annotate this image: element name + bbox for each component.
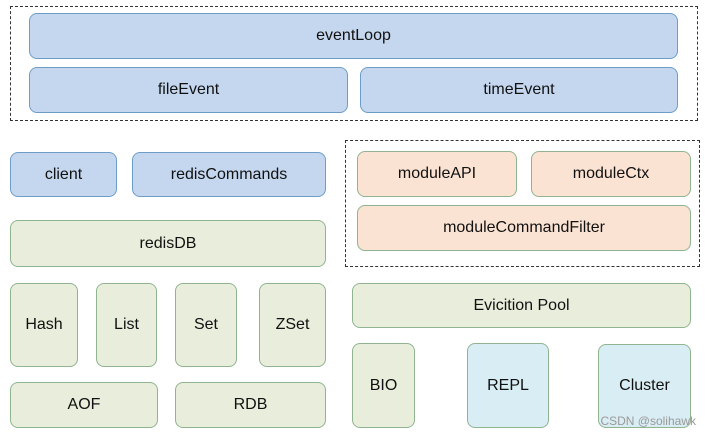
list-box: List [96,283,157,367]
repl-box: REPL [467,343,549,428]
file-event-box: fileEvent [29,67,348,113]
set-box: Set [175,283,237,367]
event-group [10,6,698,121]
time-event-box: timeEvent [360,67,678,113]
eviction-pool-box: Evicition Pool [352,283,691,328]
zset-box: ZSet [259,283,326,367]
module-ctx-box: moduleCtx [531,151,691,197]
watermark-text: CSDN @solihawk [600,414,696,428]
event-loop-box: eventLoop [29,13,678,59]
module-command-filter-box: moduleCommandFilter [357,205,691,251]
redis-db-box: redisDB [10,220,326,267]
rdb-box: RDB [175,382,326,428]
module-api-box: moduleAPI [357,151,517,197]
client-box: client [10,152,117,197]
module-group [345,140,700,267]
aof-box: AOF [10,382,158,428]
redis-commands-box: redisCommands [132,152,326,197]
bio-box: BIO [352,343,415,428]
cluster-box: Cluster [598,344,691,428]
hash-box: Hash [10,283,78,367]
